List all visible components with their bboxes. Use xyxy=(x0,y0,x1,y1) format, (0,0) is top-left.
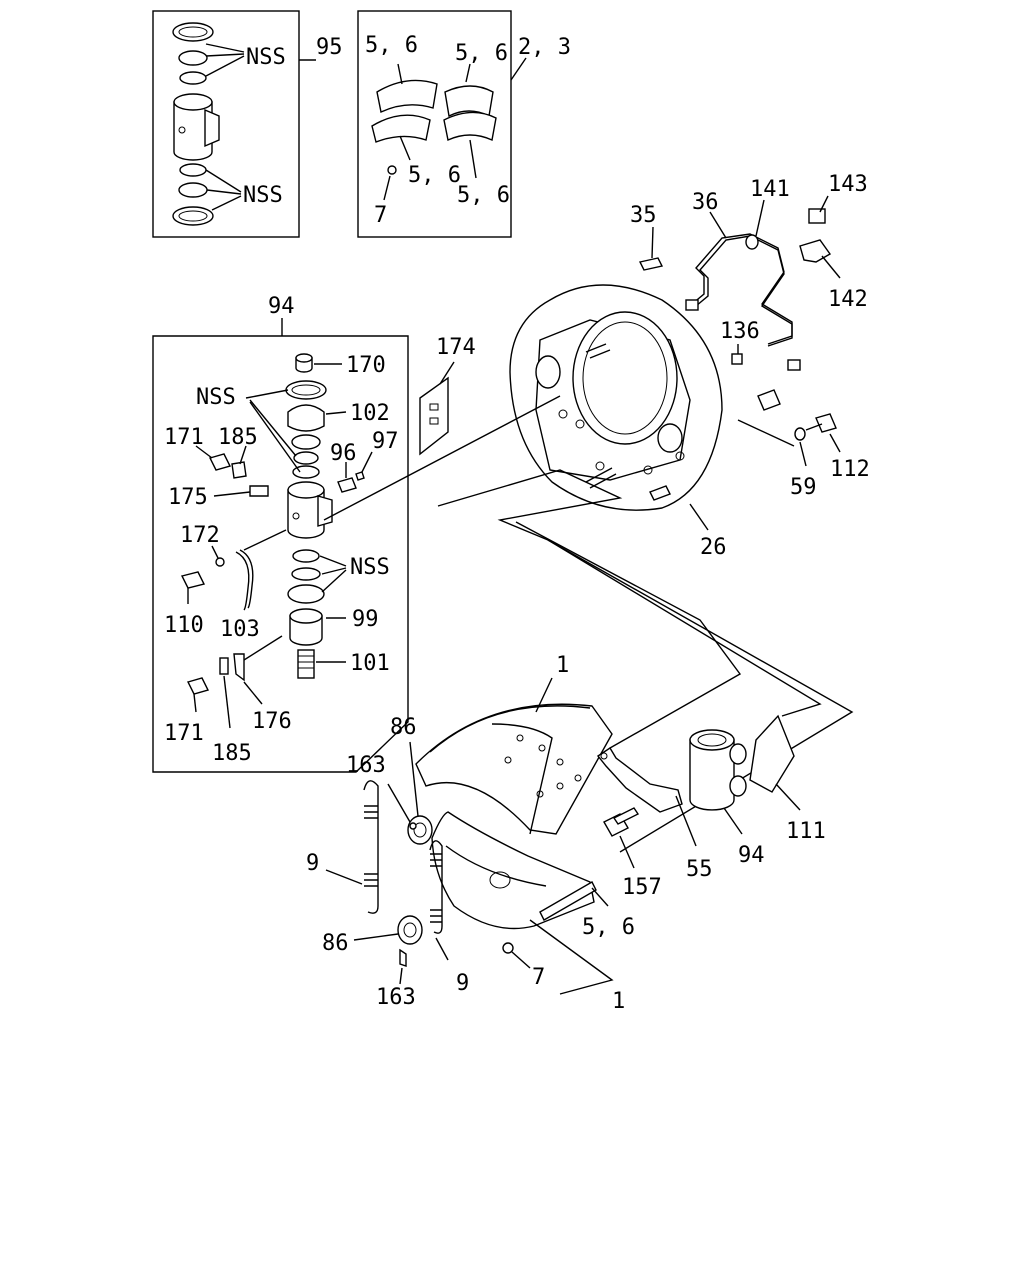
label-97: 97 xyxy=(372,429,399,454)
label-nss-a: NSS xyxy=(246,45,286,70)
label-26: 26 xyxy=(700,535,727,560)
label-nss-b: NSS xyxy=(243,183,283,208)
label-136: 136 xyxy=(720,319,760,344)
label-5-6-a: 5, 6 xyxy=(365,33,418,58)
label-86-a: 86 xyxy=(390,715,417,740)
label-176: 176 xyxy=(252,709,292,734)
label-142: 142 xyxy=(828,287,868,312)
label-157: 157 xyxy=(622,875,662,900)
label-111: 111 xyxy=(786,819,826,844)
kit-95-box xyxy=(152,10,316,238)
bolts-59-112 xyxy=(737,389,841,467)
label-7-a: 7 xyxy=(374,203,387,228)
label-nss-c: NSS xyxy=(196,385,236,410)
label-174: 174 xyxy=(436,335,476,360)
label-59: 59 xyxy=(790,475,817,500)
label-9-b: 9 xyxy=(456,971,469,996)
label-nss-d: NSS xyxy=(350,555,390,580)
label-5-6-e: 5, 6 xyxy=(582,915,635,940)
label-86-b: 86 xyxy=(322,931,349,956)
label-5-6-b: 5, 6 xyxy=(455,41,508,66)
label-95: 95 xyxy=(316,35,343,60)
label-1-a: 1 xyxy=(556,653,569,678)
brake-shoes xyxy=(325,677,614,995)
label-172: 172 xyxy=(180,523,220,548)
label-171-a: 171 xyxy=(164,425,204,450)
label-7-b: 7 xyxy=(532,965,545,990)
label-175: 175 xyxy=(168,485,208,510)
label-185-a: 185 xyxy=(218,425,258,450)
label-2-3: 2, 3 xyxy=(518,35,571,60)
label-9-a: 9 xyxy=(306,851,319,876)
label-170: 170 xyxy=(346,353,386,378)
label-5-6-c: 5, 6 xyxy=(408,163,461,188)
label-141: 141 xyxy=(750,177,790,202)
label-112: 112 xyxy=(830,457,870,482)
label-171-b: 171 xyxy=(164,721,204,746)
brake-pipe-assembly xyxy=(638,195,841,371)
label-110: 110 xyxy=(164,613,204,638)
label-94-a: 94 xyxy=(268,294,295,319)
label-99: 99 xyxy=(352,607,379,632)
explosion-lines xyxy=(243,395,854,853)
label-96: 96 xyxy=(330,441,357,466)
kit-23-box xyxy=(357,10,527,238)
label-1-b: 1 xyxy=(612,989,625,1014)
label-163-a: 163 xyxy=(346,753,386,778)
plate-174 xyxy=(419,361,455,456)
label-101: 101 xyxy=(350,651,390,676)
backing-plate xyxy=(509,284,723,531)
label-36: 36 xyxy=(692,190,719,215)
label-94-b: 94 xyxy=(738,843,765,868)
label-163-b: 163 xyxy=(376,985,416,1010)
label-185-b: 185 xyxy=(212,741,252,766)
label-5-6-d: 5, 6 xyxy=(457,183,510,208)
label-35: 35 xyxy=(630,203,657,228)
lower-right-parts xyxy=(596,714,801,869)
label-55: 55 xyxy=(686,857,713,882)
label-143: 143 xyxy=(828,172,868,197)
label-102: 102 xyxy=(350,401,390,426)
cylinder-94-box xyxy=(152,318,409,773)
label-103: 103 xyxy=(220,617,260,642)
